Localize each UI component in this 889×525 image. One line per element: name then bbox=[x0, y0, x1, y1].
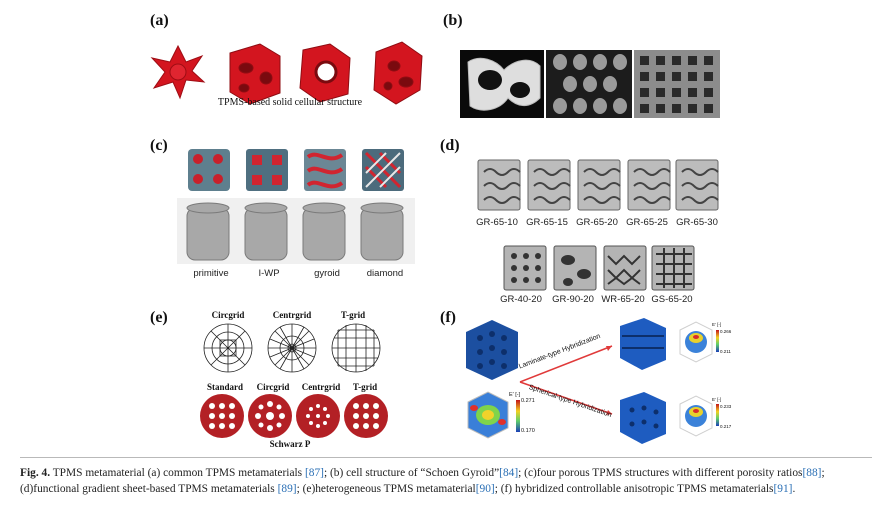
citation-link[interactable]: [89] bbox=[277, 483, 297, 495]
cube-iwp bbox=[246, 149, 288, 191]
panel-e-bottom-label: Centrgrid bbox=[301, 382, 341, 392]
cube-primitive bbox=[188, 149, 230, 191]
red-tpms-block-2 bbox=[299, 43, 351, 103]
panel-e-grids bbox=[203, 323, 381, 373]
stiffness-sphere-bottom bbox=[679, 395, 713, 437]
panel-d-sample-label: WR-65-20 bbox=[601, 294, 645, 305]
cube-gyroid bbox=[304, 149, 346, 191]
panel-c-item-iwp: I-WP bbox=[258, 268, 280, 279]
arrow-spherical bbox=[519, 381, 613, 415]
panel-e-bottom-label: T-grid bbox=[352, 382, 378, 392]
red-tpms-block-1 bbox=[229, 43, 281, 105]
panel-e-top-label: Centrgrid bbox=[272, 310, 312, 320]
panel-b-label: (b) bbox=[443, 12, 463, 29]
panel-d-sample-label: GR-65-20 bbox=[576, 217, 618, 228]
panel-a-label: (a) bbox=[150, 12, 169, 29]
panel-e-schwarz-discs bbox=[200, 394, 388, 438]
panel-c-item-gyroid: gyroid bbox=[314, 268, 340, 279]
colorbar-bottom bbox=[716, 404, 719, 426]
caption-text: TPMS metamaterial (a) common TPMS metama… bbox=[52, 467, 305, 479]
caption-text: . bbox=[792, 483, 796, 495]
panel-c-item-primitive: primitive bbox=[193, 268, 229, 279]
caption-text: ; (e)heterogeneous TPMS metamaterial bbox=[296, 483, 476, 495]
legend-bottom-max: 0.233 bbox=[720, 404, 732, 409]
cube-diamond bbox=[362, 149, 404, 191]
panel-f-label: (f) bbox=[440, 309, 456, 326]
legend-main-min: 0.170 bbox=[521, 428, 535, 434]
caption-text: ; (f) hybridized controllable anisotropi… bbox=[494, 483, 774, 495]
laminate-hybrid-cube bbox=[620, 318, 666, 370]
caption-text: ; (b) cell structure of “Schoen Gyroid” bbox=[323, 467, 500, 479]
panel-d-sample-label: GS-65-20 bbox=[651, 294, 693, 305]
panel-e-bottom-label: Standard bbox=[206, 382, 243, 392]
colorbar-main bbox=[516, 400, 520, 432]
citation-link[interactable]: [90] bbox=[475, 483, 495, 495]
panel-e-label: (e) bbox=[150, 309, 168, 326]
citation-link[interactable]: [87] bbox=[304, 467, 324, 479]
panel-e-bottom-label: Circgrid bbox=[256, 382, 290, 392]
figure-caption: Fig. 4. TPMS metamaterial (a) common TPM… bbox=[20, 465, 872, 497]
red-tpms-block-3 bbox=[373, 41, 423, 105]
panel-d-sample-label: GR-65-10 bbox=[476, 217, 518, 228]
figure-number: Fig. 4. bbox=[20, 467, 51, 479]
panel-d-label: (d) bbox=[440, 137, 460, 154]
panel-d-sample-label: GR-65-15 bbox=[526, 217, 568, 228]
red-tpms-star bbox=[150, 44, 206, 100]
citation-link[interactable]: [88] bbox=[802, 467, 822, 479]
caption-text: ; (d)functional gradient sheet-based TPM… bbox=[20, 467, 825, 495]
citation-link[interactable]: [84] bbox=[499, 467, 519, 479]
caption-divider bbox=[20, 457, 872, 458]
arrow-laminate bbox=[519, 345, 613, 383]
stiffness-sphere-top bbox=[679, 321, 713, 363]
panel-a-caption: TPMS-based solid cellular structure bbox=[217, 97, 363, 108]
spherical-hybrid-cube bbox=[620, 392, 666, 444]
legend-top-max: 0.266 bbox=[720, 329, 732, 334]
panel-c-cubes bbox=[188, 149, 404, 191]
legend-bottom-title: E′ [-] bbox=[712, 397, 722, 402]
panel-d-sample-label: GR-65-30 bbox=[676, 217, 718, 228]
panel-c-cylinders bbox=[177, 198, 415, 264]
panel-b-gyroid-images bbox=[460, 50, 720, 118]
legend-bottom-min: 0.217 bbox=[720, 424, 732, 429]
panel-c-label: (c) bbox=[150, 137, 168, 154]
panel-d-row1-samples bbox=[477, 159, 719, 211]
legend-main-max: 0.271 bbox=[521, 398, 535, 404]
panel-d-sample-label: GR-90-20 bbox=[552, 294, 594, 305]
panel-c-item-diamond: diamond bbox=[366, 268, 404, 279]
panel-a-red-structures bbox=[150, 41, 423, 105]
caption-text: ; (c)four porous TPMS structures with di… bbox=[518, 467, 803, 479]
panel-d-sample-label: GR-40-20 bbox=[500, 294, 542, 305]
panel-f-diagram bbox=[466, 318, 719, 444]
panel-e-top-label: Circgrid bbox=[211, 310, 245, 320]
panel-d-sample-label: GR-65-25 bbox=[626, 217, 668, 228]
panel-e-footer: Schwarz P bbox=[269, 439, 311, 449]
legend-top-min: 0.211 bbox=[720, 349, 731, 354]
citation-link[interactable]: [91] bbox=[773, 483, 793, 495]
blue-lattice-cube bbox=[466, 320, 518, 380]
panel-e-top-label: T-grid bbox=[340, 310, 366, 320]
panel-d-row2-samples bbox=[503, 245, 695, 291]
colorbar-top bbox=[716, 330, 719, 352]
stiffness-colormap bbox=[467, 391, 509, 439]
legend-top-title: E′ [-] bbox=[712, 322, 722, 327]
legend-main-title: E′ [-] bbox=[509, 392, 521, 398]
